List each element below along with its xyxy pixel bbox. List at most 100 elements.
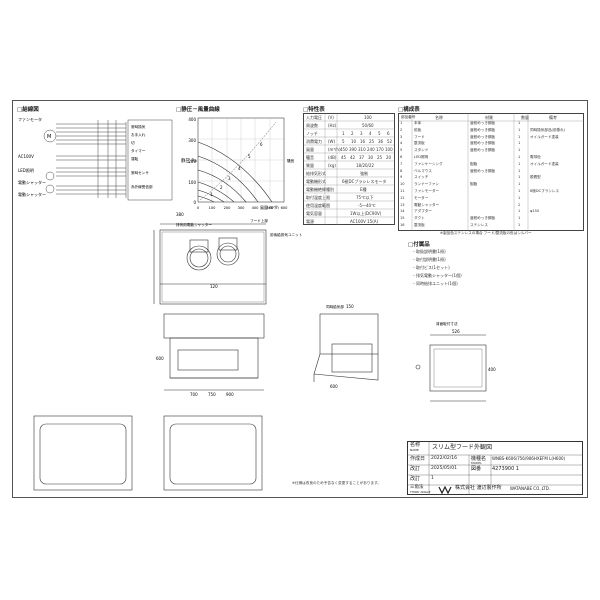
dim-700: 700 — [190, 392, 198, 397]
view-label-intake: 同時給気部 — [326, 304, 344, 309]
components-cell: 1 — [518, 168, 521, 173]
spec-row-2-v4: 25 — [369, 139, 375, 144]
components-cell: 電球色 — [530, 155, 541, 159]
components-cell: 亜鉛めっき鋼板 — [470, 168, 496, 173]
accessory-item: ・取付ビス(1セット) — [412, 265, 450, 270]
spec-header-0: 入力電圧 — [306, 115, 322, 120]
title-name-label-en: NAME — [410, 448, 419, 452]
bottom-plan-views — [33, 415, 263, 491]
components-cell: 9 — [400, 175, 403, 180]
spec-header-2: 100 — [364, 115, 372, 120]
dim-380: 380 — [176, 212, 184, 217]
wiring-right-4: 運転 — [131, 156, 139, 161]
dim-120: 120 — [210, 284, 218, 289]
curve-xtick-4: 400 — [252, 206, 260, 210]
spec-row-0-label: 周波数 — [306, 123, 318, 128]
comp-header-1: 名称 — [435, 115, 443, 120]
components-cell: 1 — [518, 216, 521, 221]
spec-row-12-value: AC100V 15(A) — [350, 219, 379, 224]
spec-header-1: (V) — [328, 115, 334, 120]
components-cell: 脱着型 — [530, 175, 541, 180]
title-block — [407, 441, 583, 495]
components-cell: 6 — [400, 155, 403, 159]
accessories-list: ・取扱説明書(1冊) ・取付説明書(1冊) ・取付ビス(1セット) ・排気電動シ… — [412, 250, 462, 290]
spec-row-3-v5: 170 — [376, 147, 384, 152]
spec-row-5-label: 質量 — [306, 163, 314, 168]
accessory-item: ・取扱説明書(1冊) — [412, 249, 446, 254]
view-label-rear: 背面取付寸法 — [436, 321, 458, 326]
spec-row-12-label: 電源 — [306, 219, 314, 224]
spec-row-7-value: 6極DCブラシレスモータ — [342, 179, 387, 184]
title-model-label-en: MODEL — [471, 461, 482, 465]
spec-row-4-unit: (dB) — [328, 155, 337, 160]
spec-row-3-v2: 390 — [349, 147, 357, 152]
watanabe-logo-icon — [438, 486, 452, 494]
wiring-label-m: M — [47, 134, 51, 140]
curve-xtick-0: 0 — [197, 206, 200, 210]
spec-row-11-value: 1W以上(DC90V) — [350, 211, 382, 216]
components-cell: 6極DCブラシレス — [530, 189, 560, 193]
components-cell: 電動シャッター — [414, 202, 440, 207]
title-created-label: 作成日 — [410, 456, 426, 462]
title-drawing-value: 4273900 1 — [492, 466, 520, 472]
title-model-label: 機種名 — [471, 456, 487, 462]
wiring-right-6: 赤外線受信部 — [131, 184, 153, 189]
front-top-view: 380 120 600 700 750 900 150 600 排気用電動シャッ… — [153, 212, 379, 397]
components-cell: ベルマウス — [414, 168, 432, 173]
components-cell: オイルガード塗装 — [530, 161, 559, 166]
spec-row-4-v3: 37 — [359, 155, 365, 160]
dim-526: 526 — [452, 329, 460, 334]
curve-label-6: 6 — [260, 142, 263, 147]
title-projection-label: 三角法 — [410, 485, 424, 490]
title-created-value: 2022/02/16 — [431, 456, 457, 461]
comp-header-3: 数量 — [521, 115, 529, 120]
components-cell: 1 — [518, 134, 521, 139]
components-cell: スタンド — [414, 148, 429, 153]
title-revision-label: 改訂 — [410, 476, 421, 482]
spec-row-5-unit: (kg) — [328, 163, 336, 168]
components-cell: 亜鉛めっき鋼板 — [470, 121, 496, 125]
components-cell: 本体 — [414, 121, 422, 125]
curve-label-3: 3 — [228, 176, 231, 181]
components-cell: 8 — [400, 168, 403, 173]
curve-label-4: 4 — [238, 166, 241, 171]
curve-ytick-2: 200 — [188, 159, 196, 164]
components-cell: 1 — [518, 182, 521, 187]
components-cell: 1 — [518, 161, 521, 166]
components-cell: 1 — [518, 121, 521, 125]
spec-row-8-value: E種 — [360, 187, 367, 192]
spec-row-3-unit: (m³/h) — [328, 147, 341, 152]
wiring-label-shutter1: 電動シャッター — [18, 179, 46, 185]
components-cell: 1 — [400, 121, 403, 125]
spec-row-0-unit: (Hz) — [328, 123, 337, 128]
specs-heading: □特性表 — [303, 107, 325, 113]
components-note: ※製品色ステンレスの場合 フード/整流板の色はシルバー — [440, 231, 532, 235]
components-cell: 1 — [518, 155, 521, 159]
title-model-value: WNBS-K606/756/906HXEFM L(H600) — [492, 456, 566, 461]
components-cell: フード — [414, 134, 425, 139]
components-cell: 15 — [400, 216, 405, 221]
dim-600: 600 — [156, 356, 164, 361]
components-cell: ファンモーター — [414, 189, 440, 193]
spec-row-2-v2: 10 — [351, 139, 357, 144]
components-cell: 1 — [518, 189, 521, 193]
view-label-shutter: 排気用電動シャッター — [176, 222, 212, 227]
wiring-right-5: 常時センサ — [131, 170, 149, 175]
curve-label-2: 2 — [220, 185, 223, 190]
dim-750: 750 — [208, 392, 216, 397]
components-cell: φ150 — [530, 209, 540, 214]
wiring-right-2: 切 — [131, 140, 135, 145]
components-cell: 1 — [518, 127, 521, 132]
components-table: 部品番号 名称 材質 数量 備考 — [398, 113, 584, 231]
components-cell: 1 — [518, 195, 521, 200]
wiring-label-shutter2: 電動シャッター — [18, 191, 46, 197]
spec-row-9-value: 75℃以下 — [356, 195, 374, 200]
components-cell: ファンケーシング — [414, 161, 443, 166]
components-cell: 前板 — [414, 127, 422, 132]
spec-row-1-label: ノッチ — [306, 131, 318, 136]
title-revision-value: 1 — [431, 476, 434, 481]
spec-row-4-v1: 45 — [341, 155, 347, 160]
components-cell: アダプター — [414, 209, 432, 214]
components-cell: 1 — [518, 175, 521, 180]
spec-row-4-v4: 30 — [368, 155, 374, 160]
